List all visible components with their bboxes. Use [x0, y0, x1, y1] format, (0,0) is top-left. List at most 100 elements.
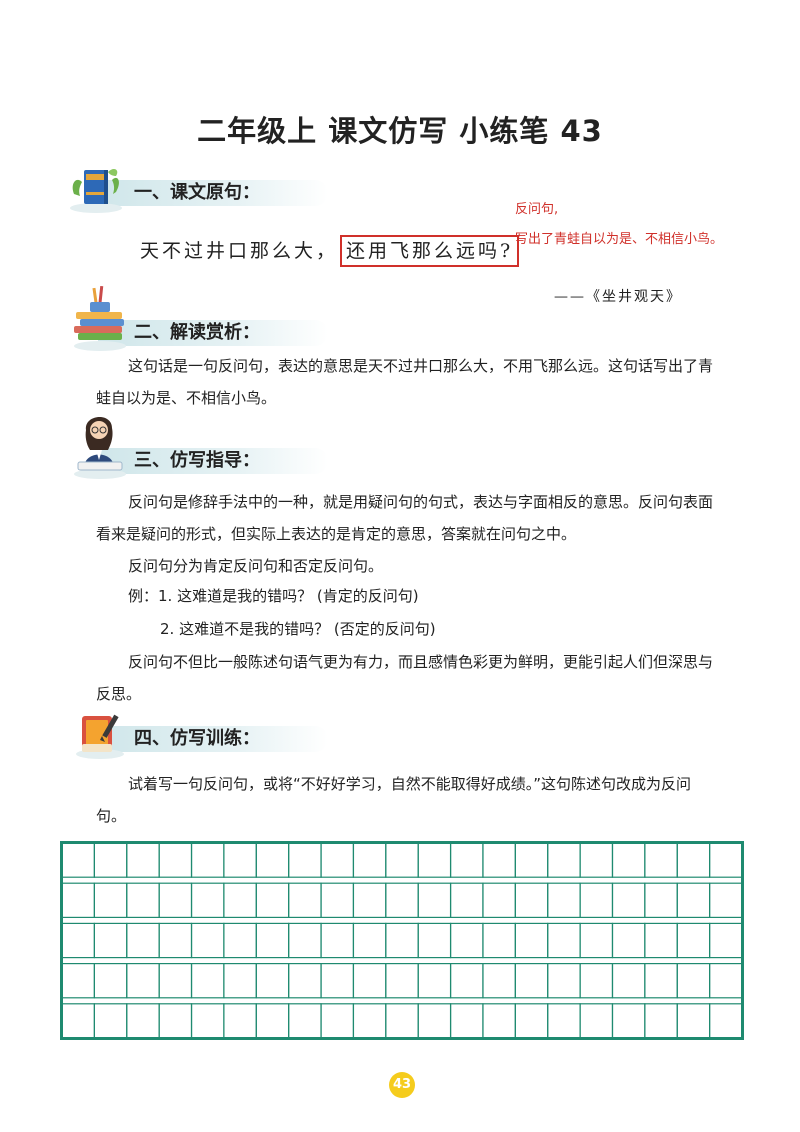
- grid-cell[interactable]: [676, 1003, 711, 1039]
- grid-cell[interactable]: [611, 922, 646, 959]
- grid-cell[interactable]: [93, 962, 128, 999]
- grid-cell[interactable]: [417, 1003, 452, 1039]
- grid-cell[interactable]: [288, 842, 322, 878]
- grid-cell[interactable]: [320, 882, 355, 919]
- grid-cell[interactable]: [417, 922, 452, 959]
- grid-cell[interactable]: [93, 1003, 128, 1039]
- grid-cell[interactable]: [61, 882, 95, 919]
- grid-cell[interactable]: [676, 882, 711, 919]
- grid-cell[interactable]: [611, 1003, 646, 1039]
- grid-cell[interactable]: [93, 842, 128, 878]
- grid-cell[interactable]: [385, 922, 419, 959]
- grid-cell[interactable]: [417, 842, 452, 878]
- grid-cell[interactable]: [611, 882, 646, 919]
- grid-cell[interactable]: [93, 922, 128, 959]
- grid-cell[interactable]: [190, 1003, 225, 1039]
- grid-cell[interactable]: [158, 882, 193, 919]
- grid-cell[interactable]: [579, 922, 614, 959]
- grid-cell[interactable]: [126, 1003, 160, 1039]
- grid-cell[interactable]: [385, 842, 419, 878]
- grid-cell[interactable]: [158, 842, 193, 878]
- grid-cell[interactable]: [223, 962, 257, 999]
- grid-cell[interactable]: [61, 922, 95, 959]
- grid-cell[interactable]: [385, 1003, 419, 1039]
- grid-cell[interactable]: [158, 962, 193, 999]
- grid-cell[interactable]: [482, 962, 516, 999]
- grid-cell[interactable]: [676, 842, 711, 878]
- grid-cell[interactable]: [255, 962, 290, 999]
- grid-cell[interactable]: [644, 962, 678, 999]
- grid-cell[interactable]: [126, 882, 160, 919]
- grid-cell[interactable]: [709, 1003, 743, 1039]
- grid-cell[interactable]: [449, 882, 484, 919]
- grid-cell[interactable]: [579, 882, 614, 919]
- grid-cell[interactable]: [482, 882, 516, 919]
- grid-cell[interactable]: [709, 882, 743, 919]
- grid-cell[interactable]: [547, 962, 581, 999]
- grid-cell[interactable]: [61, 1003, 95, 1039]
- grid-cell[interactable]: [449, 922, 484, 959]
- grid-cell[interactable]: [126, 962, 160, 999]
- grid-cell[interactable]: [449, 1003, 484, 1039]
- grid-cell[interactable]: [547, 1003, 581, 1039]
- grid-cell[interactable]: [449, 842, 484, 878]
- grid-cell[interactable]: [482, 842, 516, 878]
- grid-cell[interactable]: [352, 962, 387, 999]
- grid-cell[interactable]: [126, 922, 160, 959]
- grid-cell[interactable]: [385, 962, 419, 999]
- grid-cell[interactable]: [190, 882, 225, 919]
- grid-cell[interactable]: [352, 922, 387, 959]
- grid-cell[interactable]: [61, 962, 95, 999]
- grid-cell[interactable]: [352, 842, 387, 878]
- grid-cell[interactable]: [709, 922, 743, 959]
- grid-cell[interactable]: [320, 1003, 355, 1039]
- grid-cell[interactable]: [190, 842, 225, 878]
- grid-cell[interactable]: [320, 922, 355, 959]
- grid-cell[interactable]: [644, 882, 678, 919]
- grid-cell[interactable]: [547, 882, 581, 919]
- grid-cell[interactable]: [611, 842, 646, 878]
- grid-cell[interactable]: [611, 962, 646, 999]
- grid-cell[interactable]: [417, 962, 452, 999]
- grid-cell[interactable]: [644, 1003, 678, 1039]
- grid-cell[interactable]: [93, 882, 128, 919]
- grid-cell[interactable]: [352, 1003, 387, 1039]
- grid-cell[interactable]: [320, 842, 355, 878]
- grid-cell[interactable]: [644, 842, 678, 878]
- grid-cell[interactable]: [288, 962, 322, 999]
- grid-cell[interactable]: [223, 842, 257, 878]
- grid-cell[interactable]: [547, 842, 581, 878]
- grid-cell[interactable]: [352, 882, 387, 919]
- grid-cell[interactable]: [579, 962, 614, 999]
- grid-cell[interactable]: [288, 1003, 322, 1039]
- grid-cell[interactable]: [579, 1003, 614, 1039]
- grid-cell[interactable]: [320, 962, 355, 999]
- grid-cell[interactable]: [255, 882, 290, 919]
- grid-cell[interactable]: [514, 922, 549, 959]
- grid-cell[interactable]: [482, 922, 516, 959]
- grid-cell[interactable]: [417, 882, 452, 919]
- grid-cell[interactable]: [676, 962, 711, 999]
- grid-cell[interactable]: [158, 1003, 193, 1039]
- grid-cell[interactable]: [223, 922, 257, 959]
- grid-cell[interactable]: [288, 922, 322, 959]
- grid-cell[interactable]: [449, 962, 484, 999]
- grid-cell[interactable]: [255, 922, 290, 959]
- grid-cell[interactable]: [288, 882, 322, 919]
- grid-cell[interactable]: [255, 1003, 290, 1039]
- grid-cell[interactable]: [61, 842, 95, 878]
- grid-cell[interactable]: [223, 1003, 257, 1039]
- grid-cell[interactable]: [482, 1003, 516, 1039]
- grid-cell[interactable]: [514, 842, 549, 878]
- grid-cell[interactable]: [126, 842, 160, 878]
- grid-cell[interactable]: [709, 842, 743, 878]
- grid-cell[interactable]: [190, 962, 225, 999]
- grid-cell[interactable]: [190, 922, 225, 959]
- grid-cell[interactable]: [579, 842, 614, 878]
- grid-cell[interactable]: [255, 842, 290, 878]
- grid-cell[interactable]: [514, 962, 549, 999]
- grid-cell[interactable]: [223, 882, 257, 919]
- grid-cell[interactable]: [676, 922, 711, 959]
- grid-cell[interactable]: [385, 882, 419, 919]
- grid-cell[interactable]: [709, 962, 743, 999]
